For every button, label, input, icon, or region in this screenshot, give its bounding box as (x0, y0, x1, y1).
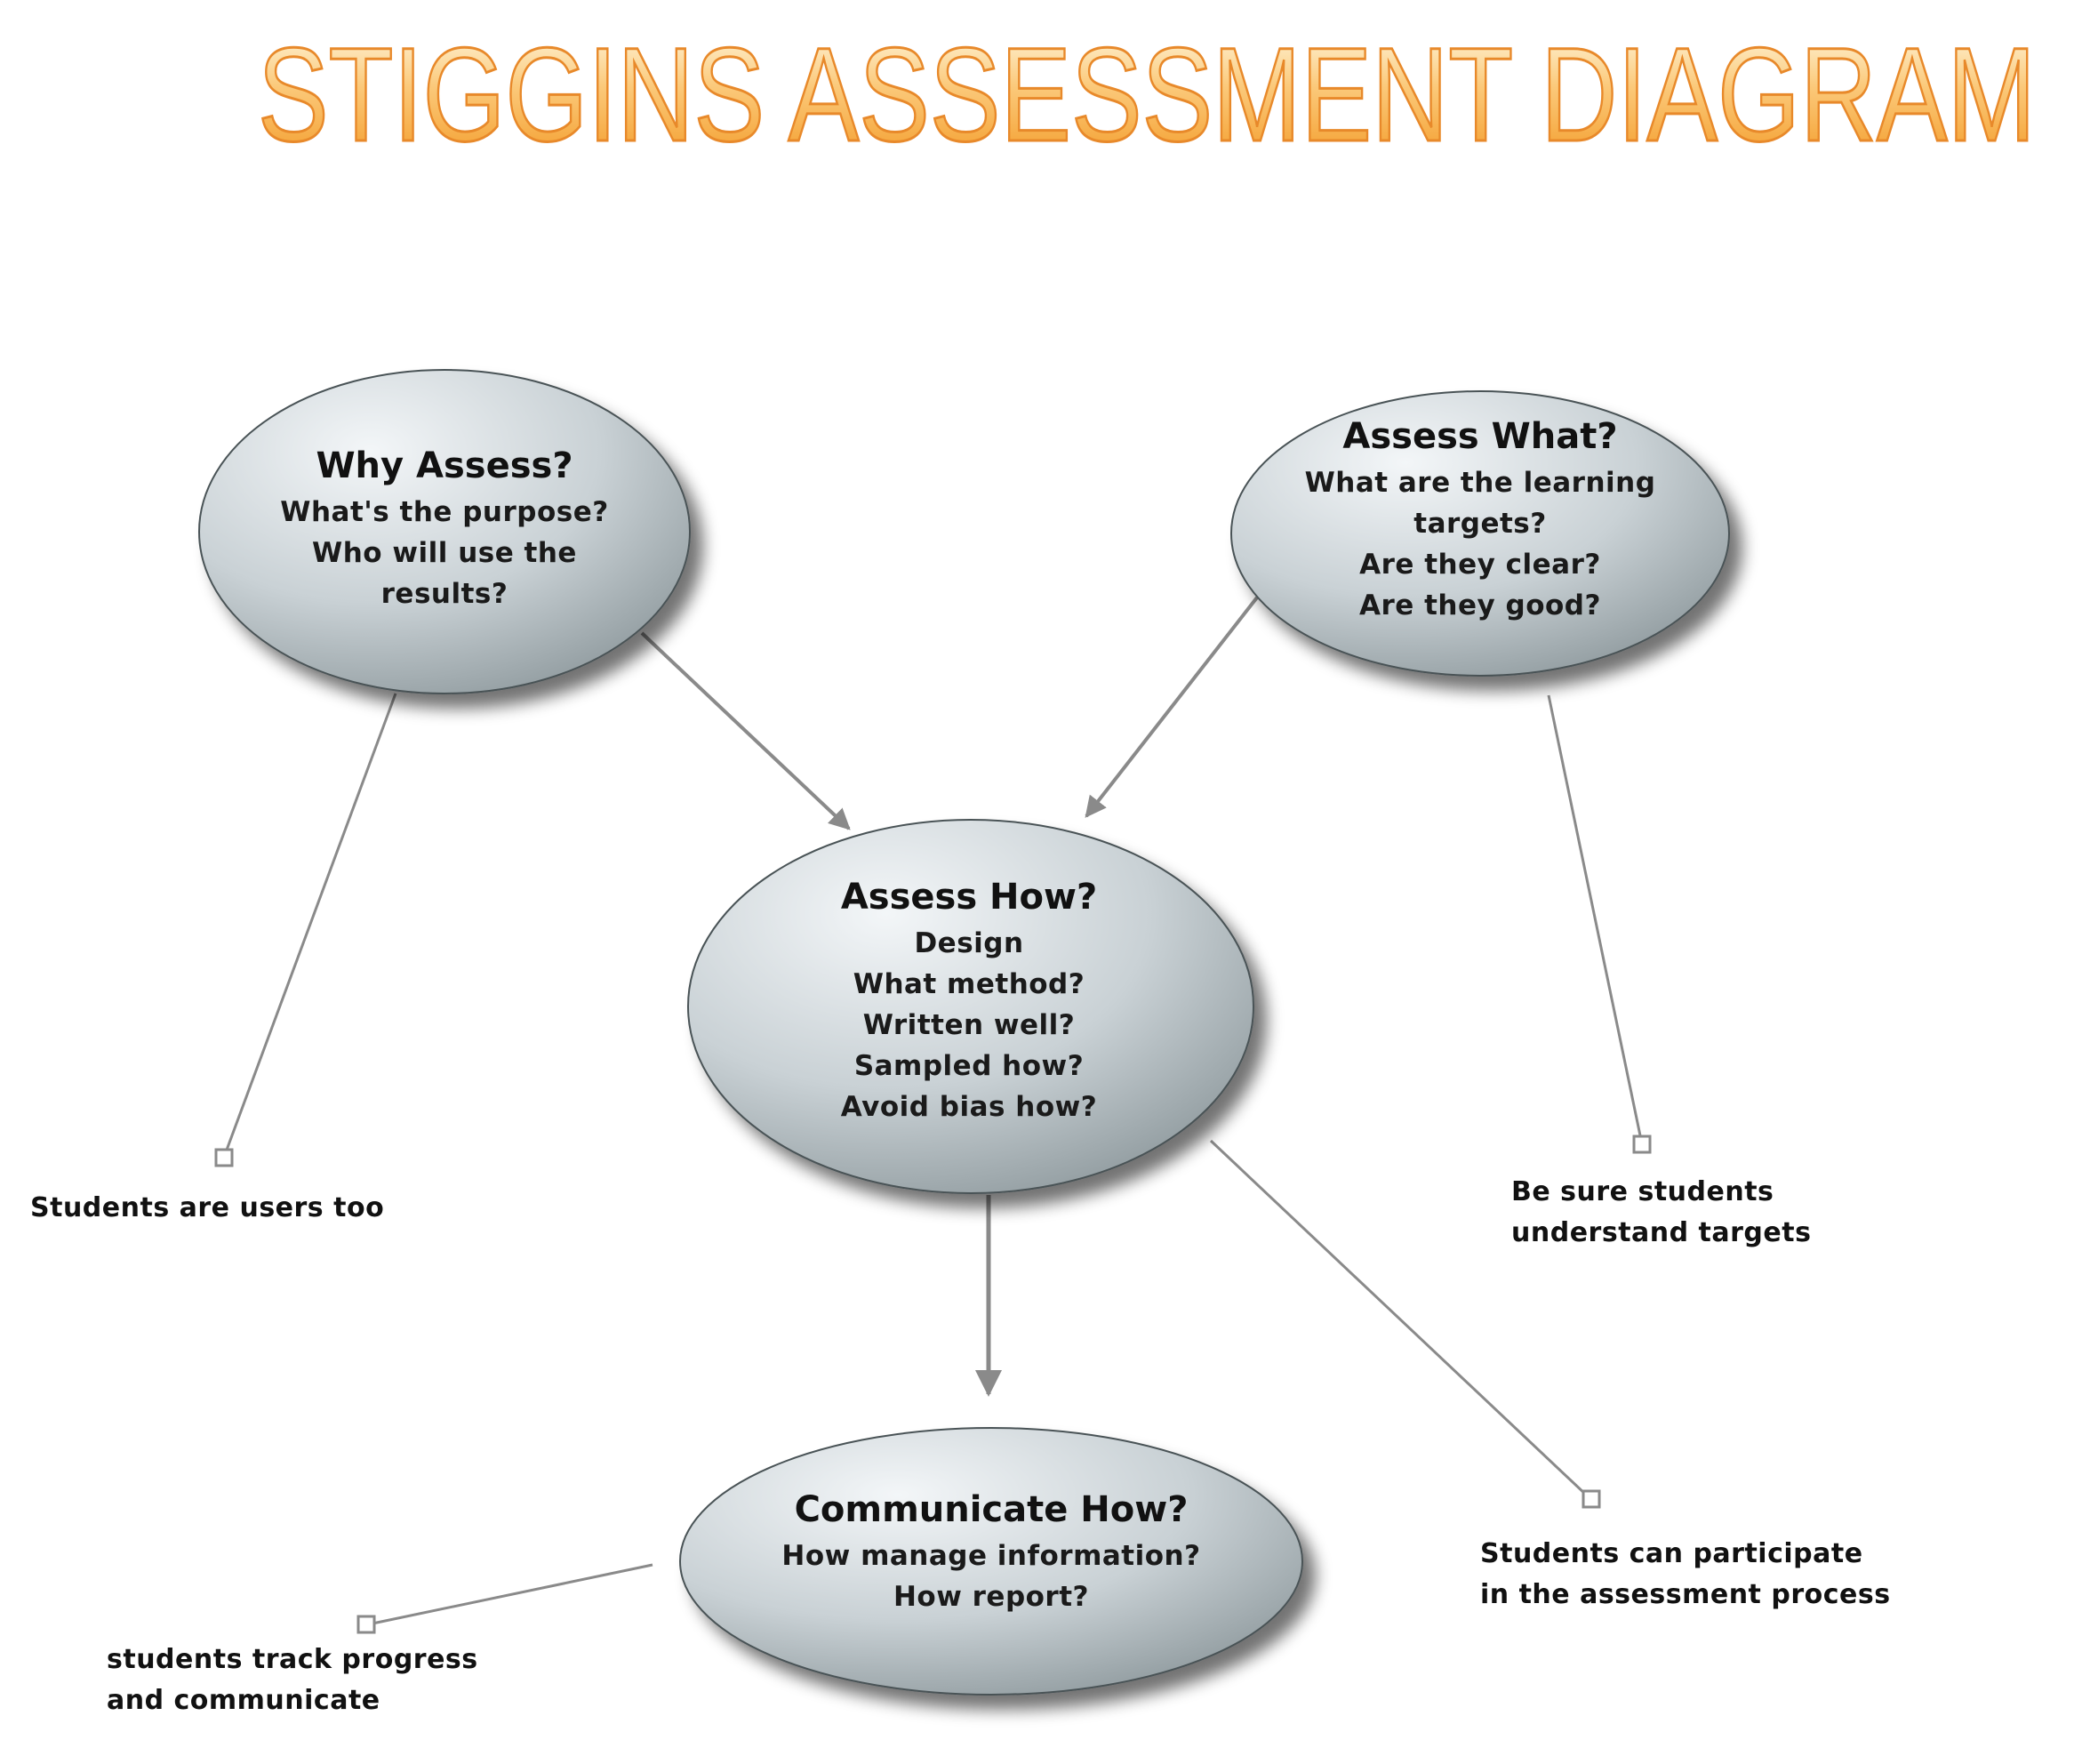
note-track-progress: students track progress and communicate (107, 1640, 478, 1721)
why-assess-node: Why Assess? What's the purpose? Who will… (213, 427, 676, 631)
assess-what-line: targets? (1413, 508, 1547, 540)
assess-how-bubble[interactable] (687, 819, 1254, 1194)
why-assess-line: Who will use the (312, 537, 577, 569)
note-students-participate: Students can participate in the assessme… (1480, 1534, 1891, 1616)
note-line: and communicate (107, 1685, 380, 1716)
note-line: Students are users too (30, 1192, 385, 1223)
connector-handle-track[interactable] (356, 1615, 376, 1634)
assess-what-line: Are they clear? (1359, 549, 1601, 581)
assess-how-line: Sampled how? (853, 1050, 1085, 1082)
communicate-how-node: Communicate How? How manage information?… (707, 1481, 1276, 1624)
note-line: students track progress (107, 1644, 478, 1675)
assess-what-node: Assess What? What are the learning targe… (1240, 409, 1720, 631)
note-line: understand targets (1511, 1217, 1812, 1248)
assess-what-bubble[interactable] (1230, 390, 1730, 677)
communicate-how-line: How manage information? (781, 1540, 1201, 1572)
assess-what-title: Assess What? (1342, 416, 1618, 457)
why-assess-title: Why Assess? (316, 445, 573, 486)
arrow-what-to-how (1085, 596, 1259, 818)
assess-what-line: Are they good? (1359, 589, 1601, 621)
why-assess-line: What's the purpose? (280, 496, 609, 528)
assess-what-line: What are the learning (1304, 467, 1656, 499)
communicate-how-title: Communicate How? (794, 1489, 1189, 1530)
arrow-why-to-how (640, 631, 851, 830)
diagram-title: STIGGINS ASSESSMENT DIAGRAM (249, 27, 2045, 178)
assess-how-line: Design (914, 927, 1024, 959)
connector-how-to-participate-note (1209, 1139, 1589, 1497)
connector-what-to-targets-note (1547, 694, 1643, 1141)
communicate-how-line: How report? (893, 1581, 1090, 1613)
note-line: Students can participate (1480, 1538, 1863, 1569)
title-text: STIGGINS ASSESSMENT DIAGRAM (258, 27, 2036, 169)
assess-how-line: Avoid bias how? (840, 1091, 1098, 1123)
assess-how-title: Assess How? (840, 877, 1098, 918)
assess-how-node: Assess How? Design What method? Written … (711, 868, 1227, 1135)
connector-communicate-to-track-note (372, 1563, 653, 1625)
connector-handle-users[interactable] (214, 1148, 234, 1167)
assess-how-line: Written well? (862, 1009, 1076, 1041)
connector-why-to-users-note (224, 693, 397, 1153)
note-line: Be sure students (1511, 1176, 1774, 1207)
assess-how-line: What method? (853, 968, 1085, 1000)
note-understand-targets: Be sure students understand targets (1511, 1172, 1811, 1254)
note-students-users: Students are users too (30, 1188, 384, 1229)
connector-handle-participate[interactable] (1582, 1489, 1601, 1509)
communicate-how-bubble[interactable] (679, 1427, 1303, 1696)
why-assess-bubble[interactable] (198, 369, 691, 694)
why-assess-line: results? (380, 578, 508, 610)
note-line: in the assessment process (1480, 1579, 1891, 1610)
connector-handle-targets[interactable] (1632, 1135, 1652, 1154)
